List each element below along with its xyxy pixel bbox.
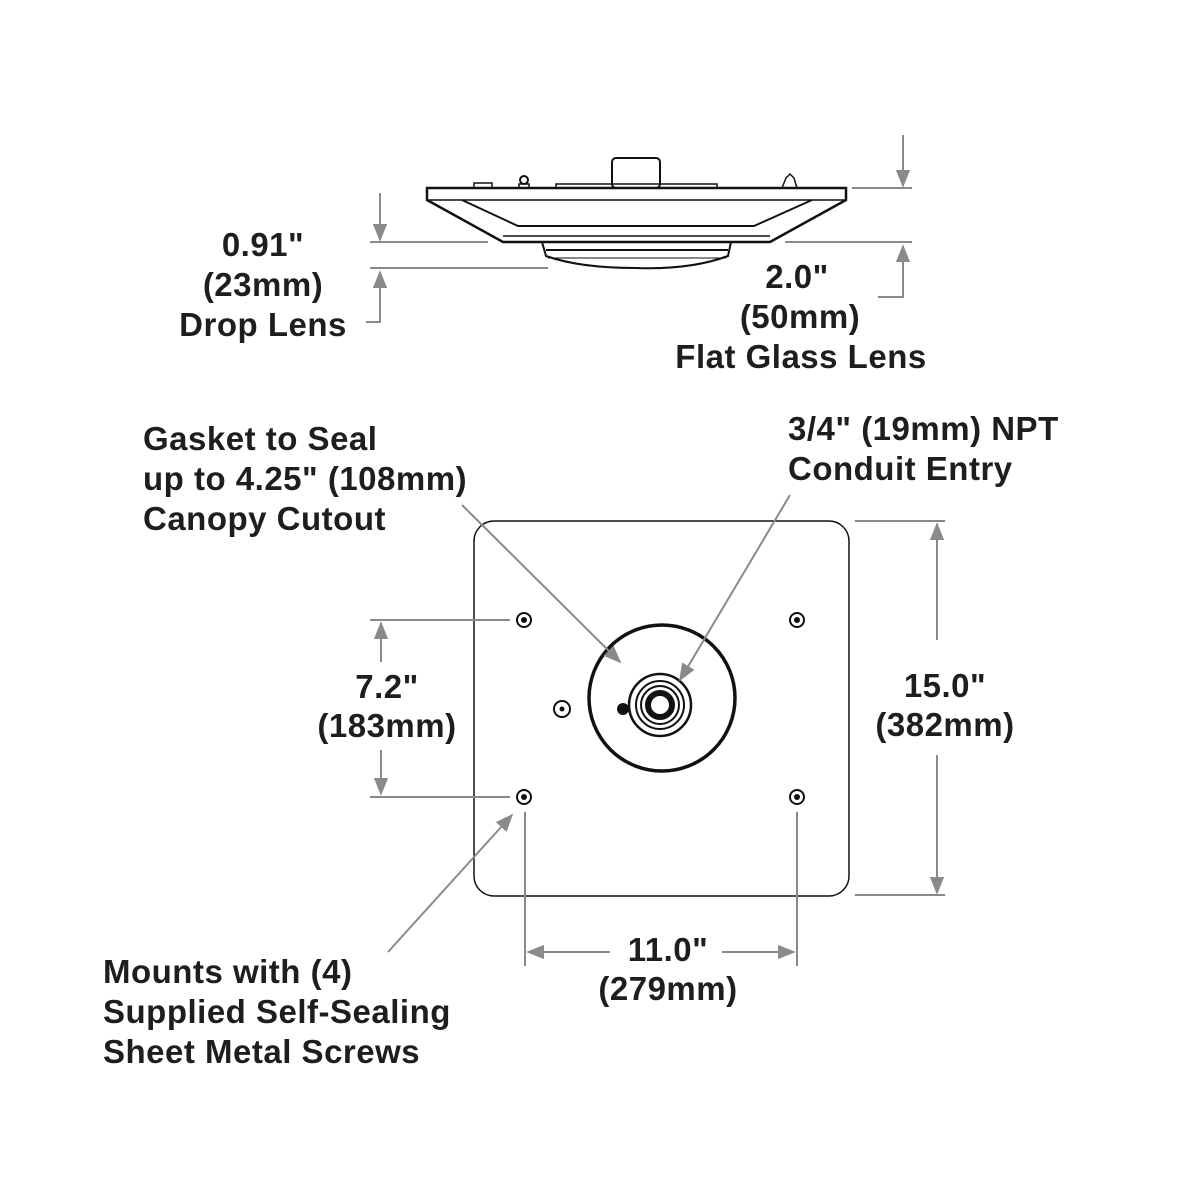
mounts-label-1: Mounts with (4) — [103, 953, 352, 990]
drop-lens-metric: (23mm) — [203, 266, 323, 303]
fixture-side-view — [425, 157, 848, 270]
top-dimension-lines — [370, 494, 945, 966]
drop-lens — [540, 241, 733, 270]
conduit-label-2: Conduit Entry — [788, 450, 1013, 487]
mounting-plate — [473, 520, 850, 897]
side-dimension-lines — [366, 135, 912, 323]
mounts-label-2: Supplied Self-Sealing — [103, 993, 451, 1030]
conduit-label-1: 3/4" (19mm) NPT — [788, 410, 1059, 447]
mount-vertical-value: 7.2" — [355, 668, 419, 705]
fixture-housing — [425, 186, 848, 244]
gasket-circle — [587, 623, 737, 773]
mounting-plate-top-view — [473, 520, 850, 897]
drop-lens-value: 0.91" — [222, 226, 304, 263]
conduit-leader-arrow — [679, 494, 791, 682]
mounts-label-3: Sheet Metal Screws — [103, 1033, 420, 1070]
plate-height-value: 15.0" — [904, 667, 986, 704]
small-hole — [553, 700, 571, 718]
mount-horizontal-metric: (279mm) — [598, 970, 737, 1007]
flat-lens-label: Flat Glass Lens — [675, 338, 926, 375]
flat-lens-value: 2.0" — [765, 258, 829, 295]
gasket-label-2: up to 4.25" (108mm) — [143, 460, 467, 497]
mount-horizontal-value: 11.0" — [628, 931, 709, 968]
gasket-label-1: Gasket to Seal — [143, 420, 377, 457]
mounts-leader-arrow — [387, 813, 514, 953]
flat-lens-metric: (50mm) — [740, 298, 860, 335]
screw-holes — [516, 612, 805, 805]
plate-height-metric: (382mm) — [875, 706, 1014, 743]
gasket-leader-arrow — [461, 504, 622, 664]
mount-vertical-metric: (183mm) — [317, 707, 456, 744]
gasket-label-3: Canopy Cutout — [143, 500, 386, 537]
drop-lens-label: Drop Lens — [179, 306, 347, 343]
conduit-entry — [627, 672, 693, 738]
